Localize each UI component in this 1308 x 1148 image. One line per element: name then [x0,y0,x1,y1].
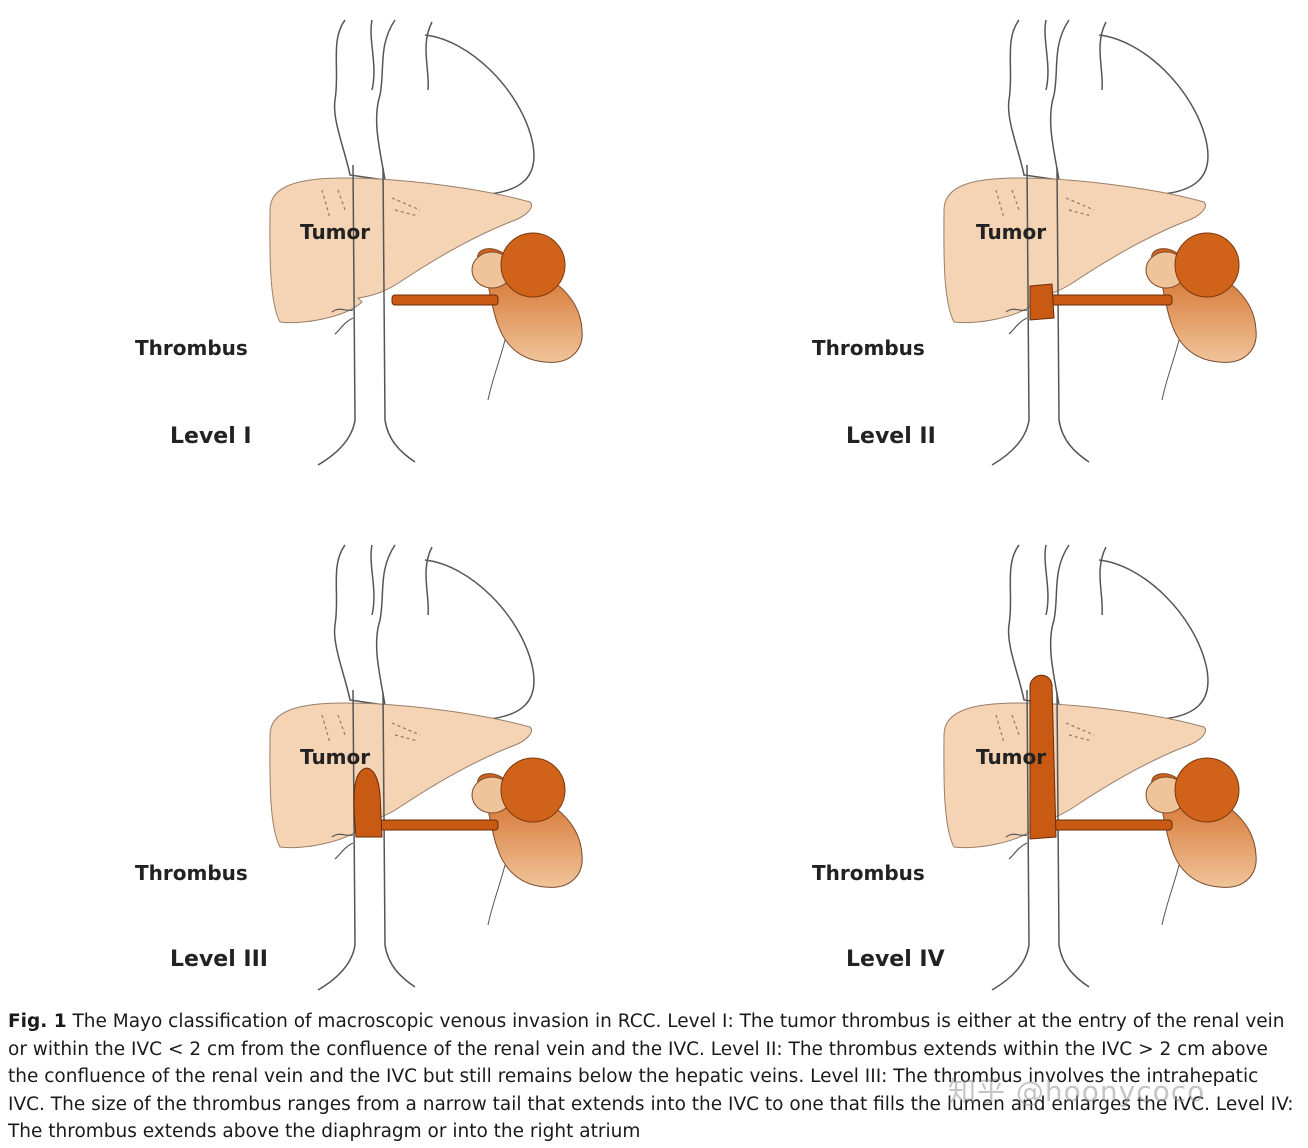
thrombus-label: Thrombus [135,336,248,360]
level-label: Level II [846,424,936,449]
left-vessels [331,308,354,335]
level-label: Level I [170,424,252,449]
heart-outline [1007,19,1209,196]
hepatic-veins [995,714,1095,744]
watermark: 知乎 @hoonycoco [948,1075,1206,1108]
liver-shape [269,702,533,849]
tumor-mass [1174,757,1240,823]
anatomy-illustration [943,19,1257,466]
panel-level-4: Tumor Thrombus Level IV [654,525,1308,1025]
ivc-outline [317,689,416,991]
heart-outline [333,544,535,721]
ureter-line [487,864,506,926]
panel-level-1: Tumor Thrombus Level I [0,0,654,500]
anatomy-group [943,544,1257,991]
level-label: Level IV [846,947,945,972]
ivc-thrombus [1029,674,1057,840]
tumor-mass [500,757,566,823]
mayo-classification-figure: Tumor Thrombus Level I Tumor Thrombus Le… [0,0,1308,991]
anatomy-group [269,544,583,991]
heart-outline [333,19,535,196]
ureter-line [1161,339,1180,401]
left-vessels [1005,833,1028,860]
tumor-label: Tumor [976,220,1047,244]
renal-vein-thrombus [1041,294,1173,306]
panel-level-2: Tumor Thrombus Level II [654,0,1308,500]
anatomy-group [269,19,583,466]
ivc-outline [991,689,1090,991]
liver-shape [943,702,1207,849]
tumor-label: Tumor [300,745,371,769]
thrombus-label: Thrombus [135,861,248,885]
anatomy-illustration [943,544,1257,991]
level-label: Level III [170,947,268,972]
figure-caption: Fig. 1 The Mayo classification of macros… [8,1008,1300,1146]
liver-shape [943,177,1207,324]
ivc-outline [317,164,416,466]
left-vessels [1005,308,1028,335]
left-vessels [331,833,354,860]
tumor-mass [500,232,566,298]
renal-vein-thrombus [1041,819,1173,831]
hepatic-veins [321,714,421,744]
renal-vein-thrombus [367,819,499,831]
hepatic-veins [995,189,1095,219]
anatomy-illustration [269,19,583,466]
thrombus-label: Thrombus [812,861,925,885]
ureter-line [1161,864,1180,926]
tumor-label: Tumor [976,745,1047,769]
anatomy-illustration [269,544,583,991]
liver-shape [269,177,533,324]
thrombus-label: Thrombus [812,336,925,360]
ivc-outline [991,164,1090,466]
ivc-thrombus [353,767,383,838]
tumor-label: Tumor [300,220,371,244]
caption-text: The Mayo classification of macroscopic v… [8,1011,1294,1143]
ureter-line [487,339,506,401]
tumor-mass [1174,232,1240,298]
hepatic-veins [321,189,421,219]
ivc-thrombus [1029,283,1055,321]
renal-vein-thrombus [391,294,499,306]
anatomy-group [943,19,1257,466]
panel-level-3: Tumor Thrombus Level III [0,525,654,1025]
figure-number: Fig. 1 [8,1011,67,1032]
